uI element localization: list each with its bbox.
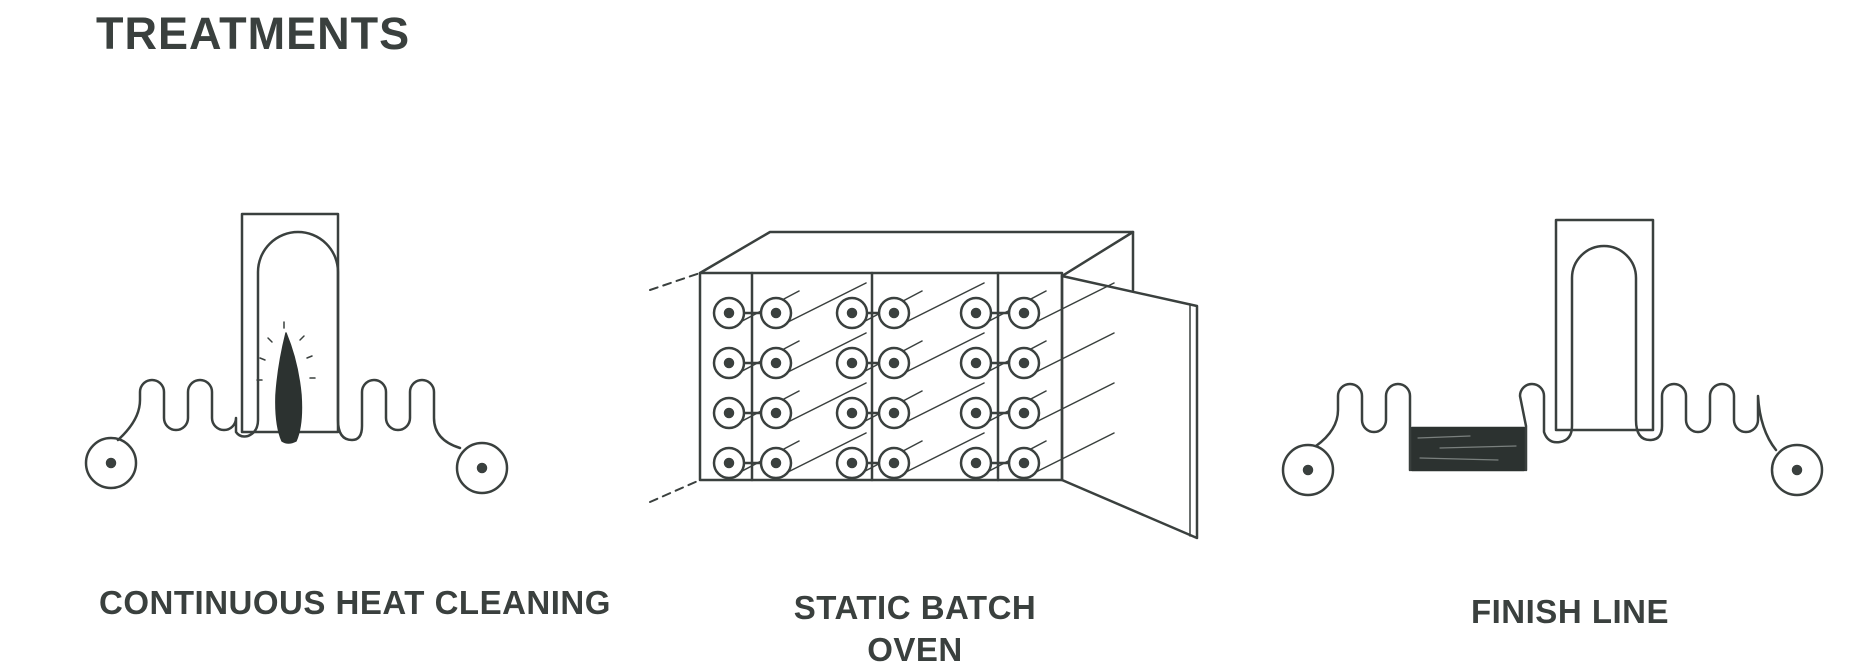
spool-hub <box>770 457 782 469</box>
oven-shelf-line <box>893 282 985 329</box>
spool-hub <box>723 307 735 319</box>
left-spool-hub <box>1302 464 1314 476</box>
oven-top-face <box>698 230 1135 278</box>
static-batch-oven-diagram <box>649 230 1199 540</box>
spool-hub <box>888 357 900 369</box>
spool-hub <box>1018 407 1030 419</box>
oven-shelf-line <box>893 332 985 379</box>
spool-hub <box>846 357 858 369</box>
continuous-heat-cleaning-diagram <box>84 212 509 495</box>
caption-continuous-heat-cleaning: CONTINUOUS HEAT CLEANING <box>60 582 650 624</box>
spool-hub <box>888 407 900 419</box>
spool-hub <box>1018 307 1030 319</box>
caption-line: STATIC BATCH <box>793 589 1037 626</box>
oven-shelf-line <box>775 432 867 479</box>
spool-hub <box>970 357 982 369</box>
caption-finish-line: FINISH LINE <box>1380 591 1760 633</box>
oven-shelf-line <box>1023 382 1115 429</box>
spool-hub <box>846 307 858 319</box>
oven-shelf-line <box>1023 432 1115 479</box>
flame-sparks <box>256 321 316 381</box>
spool-hub <box>770 357 782 369</box>
right-spool <box>455 441 509 495</box>
oven-spools <box>712 296 1041 480</box>
spool-hub <box>888 307 900 319</box>
oven-shelf-line <box>1023 332 1115 379</box>
oven-shelf-line <box>775 282 867 329</box>
spool-hub <box>723 407 735 419</box>
left-spool-hub <box>105 457 117 469</box>
spool-hub <box>770 307 782 319</box>
fiber-path-heat <box>116 230 462 450</box>
right-spool-hub <box>1791 464 1803 476</box>
spool-hub <box>888 457 900 469</box>
left-spool <box>84 436 138 490</box>
oven-shelf-line <box>893 382 985 429</box>
caption-static-batch-oven: STATIC BATCH OVEN <box>740 587 1090 671</box>
oven-shelf-line <box>775 382 867 429</box>
finish-chamber <box>1554 218 1655 432</box>
spool-hub <box>970 457 982 469</box>
spool-hub <box>970 407 982 419</box>
spool-hub <box>846 407 858 419</box>
oven-shelf-line <box>1023 282 1115 329</box>
spool-hub <box>846 457 858 469</box>
spool-hub <box>723 457 735 469</box>
spool-hub <box>723 357 735 369</box>
caption-line: OVEN <box>867 631 963 668</box>
caption-line: FINISH LINE <box>1470 593 1669 630</box>
right-spool-hub <box>476 462 488 474</box>
oven-hinge-lines <box>649 272 701 503</box>
caption-line: CONTINUOUS HEAT CLEANING <box>99 584 611 621</box>
spool-hub <box>1018 457 1030 469</box>
spool-hub <box>770 407 782 419</box>
left-spool <box>1281 443 1335 497</box>
oven-shelf-line <box>775 332 867 379</box>
finish-line-diagram <box>1281 218 1824 497</box>
page-title: TREATMENTS <box>96 8 411 59</box>
oven-open-door <box>1060 274 1199 540</box>
right-spool <box>1770 443 1824 497</box>
spool-hub <box>1018 357 1030 369</box>
spool-hub <box>970 307 982 319</box>
bath-icon <box>1410 426 1526 472</box>
bath-texture <box>1417 435 1517 461</box>
flame-icon <box>275 332 303 444</box>
fiber-path-finish <box>1314 244 1778 472</box>
oven-shelf-line <box>893 432 985 479</box>
